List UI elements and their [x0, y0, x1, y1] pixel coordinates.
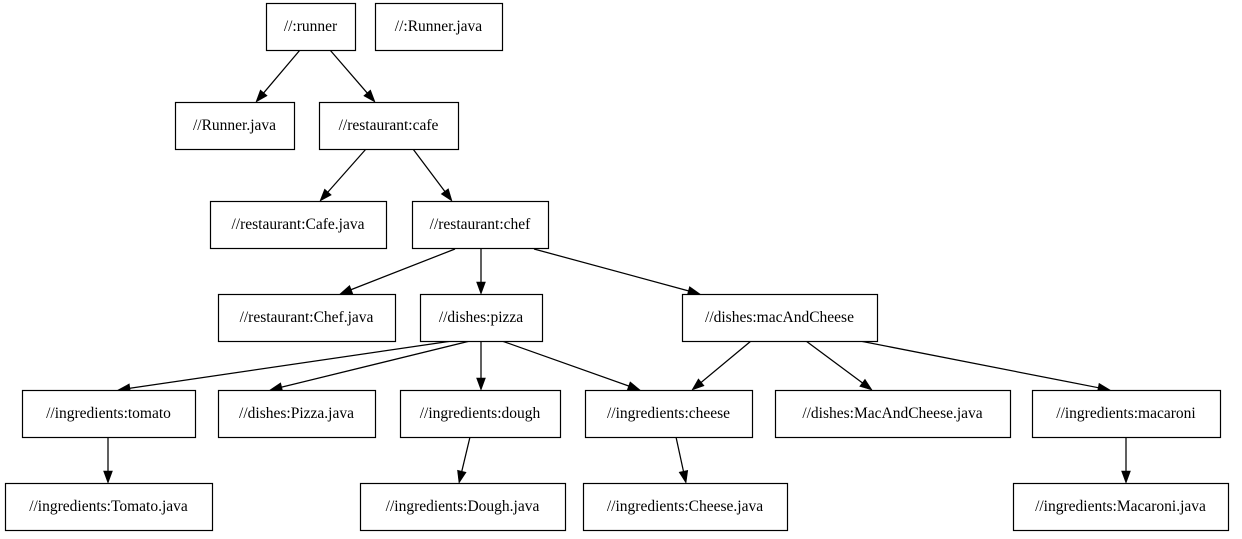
node-box-ingredients_tomato_java[interactable]	[4, 482, 214, 532]
node-box-runner[interactable]	[265, 2, 357, 52]
node-box-dishes_macandcheese[interactable]	[681, 293, 879, 343]
node-restaurant_chef_java[interactable]: //restaurant:Chef.java	[217, 293, 397, 343]
arrowhead-icon	[626, 381, 641, 391]
arrowhead-icon	[103, 470, 113, 484]
node-ingredients_cheese_java[interactable]: //ingredients:Cheese.java	[582, 482, 789, 532]
node-box-runner_java_root[interactable]	[374, 2, 504, 52]
node-runner[interactable]: //:runner	[265, 2, 357, 52]
node-box-ingredients_tomato[interactable]	[21, 389, 197, 439]
edge-dishes_pizza-to-ingredients_cheese	[501, 340, 641, 391]
node-restaurant_cafe_java[interactable]: //restaurant:Cafe.java	[209, 200, 388, 250]
edge-ingredients_cheese-to-ingredients_cheese_java	[675, 436, 689, 484]
edge-runner-to-runner_java	[255, 49, 301, 103]
edge-restaurant_chef-to-dishes_pizza	[476, 249, 486, 295]
edge-dishes_pizza-to-ingredients_tomato	[117, 340, 453, 393]
node-dishes_macandcheese[interactable]: //dishes:macAndCheese	[681, 293, 879, 343]
edge-dishes_macandcheese-to-ingredients_macaroni	[859, 340, 1111, 393]
node-label-ingredients_tomato_java: //ingredients:Tomato.java	[29, 498, 188, 515]
node-label-ingredients_dough: //ingredients:dough	[420, 405, 541, 422]
edge-restaurant_chef-to-restaurant_chef_java	[339, 248, 456, 295]
node-ingredients_macaroni_java[interactable]: //ingredients:Macaroni.java	[1012, 482, 1230, 532]
arrowhead-icon	[255, 89, 268, 103]
arrowhead-icon	[1121, 470, 1131, 484]
node-dishes_macandcheese_java[interactable]: //dishes:MacAndCheese.java	[774, 389, 1012, 439]
node-ingredients_tomato_java[interactable]: //ingredients:Tomato.java	[4, 482, 214, 532]
node-ingredients_cheese[interactable]: //ingredients:cheese	[584, 389, 754, 439]
node-box-ingredients_macaroni[interactable]	[1031, 389, 1222, 439]
node-ingredients_dough[interactable]: //ingredients:dough	[399, 389, 562, 439]
arrowhead-icon	[476, 377, 486, 391]
node-box-ingredients_dough_java[interactable]	[359, 482, 567, 532]
node-label-restaurant_chef_java: //restaurant:Chef.java	[240, 309, 374, 326]
edge-ingredients_dough-to-ingredients_dough_java	[457, 436, 471, 484]
arrowhead-icon	[363, 89, 376, 103]
arrowhead-icon	[457, 469, 467, 484]
node-label-runner: //:runner	[284, 18, 338, 35]
arrowhead-icon	[859, 378, 873, 391]
edge-restaurant_chef-to-dishes_macandcheese	[533, 248, 701, 296]
node-ingredients_macaroni[interactable]: //ingredients:macaroni	[1031, 389, 1222, 439]
arrowhead-icon	[686, 286, 701, 296]
node-dishes_pizza_java[interactable]: //dishes:Pizza.java	[217, 389, 377, 439]
node-label-ingredients_cheese: //ingredients:cheese	[607, 405, 730, 422]
node-box-ingredients_cheese_java[interactable]	[582, 482, 789, 532]
edge-ingredients_tomato-to-ingredients_tomato_java	[103, 437, 113, 484]
edge-restaurant_cafe-to-restaurant_cafe_java	[319, 148, 367, 202]
node-box-dishes_macandcheese_java[interactable]	[774, 389, 1012, 439]
arrowhead-icon	[678, 469, 689, 484]
node-restaurant_chef[interactable]: //restaurant:chef	[411, 200, 550, 250]
node-label-dishes_pizza: //dishes:pizza	[439, 309, 523, 326]
node-box-ingredients_cheese[interactable]	[584, 389, 754, 439]
node-label-ingredients_tomato: //ingredients:tomato	[46, 405, 171, 422]
node-restaurant_cafe[interactable]: //restaurant:cafe	[318, 101, 460, 151]
node-ingredients_dough_java[interactable]: //ingredients:Dough.java	[359, 482, 567, 532]
arrowhead-icon	[691, 378, 705, 391]
node-label-restaurant_cafe: //restaurant:cafe	[339, 117, 439, 134]
node-box-restaurant_chef[interactable]	[411, 200, 550, 250]
edges-layer	[103, 49, 1131, 484]
edge-dishes_macandcheese-to-ingredients_cheese	[691, 340, 752, 391]
node-label-runner_java_root: //:Runner.java	[395, 18, 483, 35]
node-box-ingredients_macaroni_java[interactable]	[1012, 482, 1230, 532]
node-box-dishes_pizza_java[interactable]	[217, 389, 377, 439]
node-label-dishes_macandcheese_java: //dishes:MacAndCheese.java	[802, 405, 982, 422]
arrowhead-icon	[476, 281, 486, 295]
edge-ingredients_macaroni-to-ingredients_macaroni_java	[1121, 437, 1131, 484]
node-label-ingredients_cheese_java: //ingredients:Cheese.java	[607, 498, 763, 515]
node-box-ingredients_dough[interactable]	[399, 389, 562, 439]
edge-dishes_macandcheese-to-dishes_macandcheese_java	[805, 340, 873, 391]
node-label-restaurant_chef: //restaurant:chef	[430, 216, 532, 233]
node-label-runner_java: //Runner.java	[193, 117, 276, 134]
node-box-restaurant_chef_java[interactable]	[217, 293, 397, 343]
node-label-ingredients_dough_java: //ingredients:Dough.java	[386, 498, 540, 515]
node-box-restaurant_cafe[interactable]	[318, 101, 460, 151]
arrowhead-icon	[339, 285, 354, 295]
node-dishes_pizza[interactable]: //dishes:pizza	[419, 293, 544, 343]
edge-dishes_pizza-to-ingredients_dough	[476, 341, 486, 391]
node-label-dishes_pizza_java: //dishes:Pizza.java	[239, 405, 354, 422]
arrowhead-icon	[319, 188, 332, 202]
nodes-layer: //:runner //:Runner.java //Runner.java //re…	[4, 2, 1230, 532]
node-runner_java[interactable]: //Runner.java	[174, 101, 296, 151]
node-box-restaurant_cafe_java[interactable]	[209, 200, 388, 250]
node-label-dishes_macandcheese: //dishes:macAndCheese	[705, 309, 854, 326]
node-box-runner_java[interactable]	[174, 101, 296, 151]
node-box-dishes_pizza[interactable]	[419, 293, 544, 343]
node-label-ingredients_macaroni_java: //ingredients:Macaroni.java	[1035, 498, 1206, 515]
node-runner_java_root[interactable]: //:Runner.java	[374, 2, 504, 52]
node-label-restaurant_cafe_java: //restaurant:Cafe.java	[232, 216, 365, 233]
edge-runner-to-restaurant_cafe	[329, 49, 376, 103]
edge-restaurant_cafe-to-restaurant_chef	[412, 148, 453, 202]
arrowhead-icon	[440, 188, 453, 202]
edge-dishes_pizza-to-dishes_pizza_java	[269, 340, 471, 392]
node-ingredients_tomato[interactable]: //ingredients:tomato	[21, 389, 197, 439]
node-label-ingredients_macaroni: //ingredients:macaroni	[1056, 405, 1196, 422]
